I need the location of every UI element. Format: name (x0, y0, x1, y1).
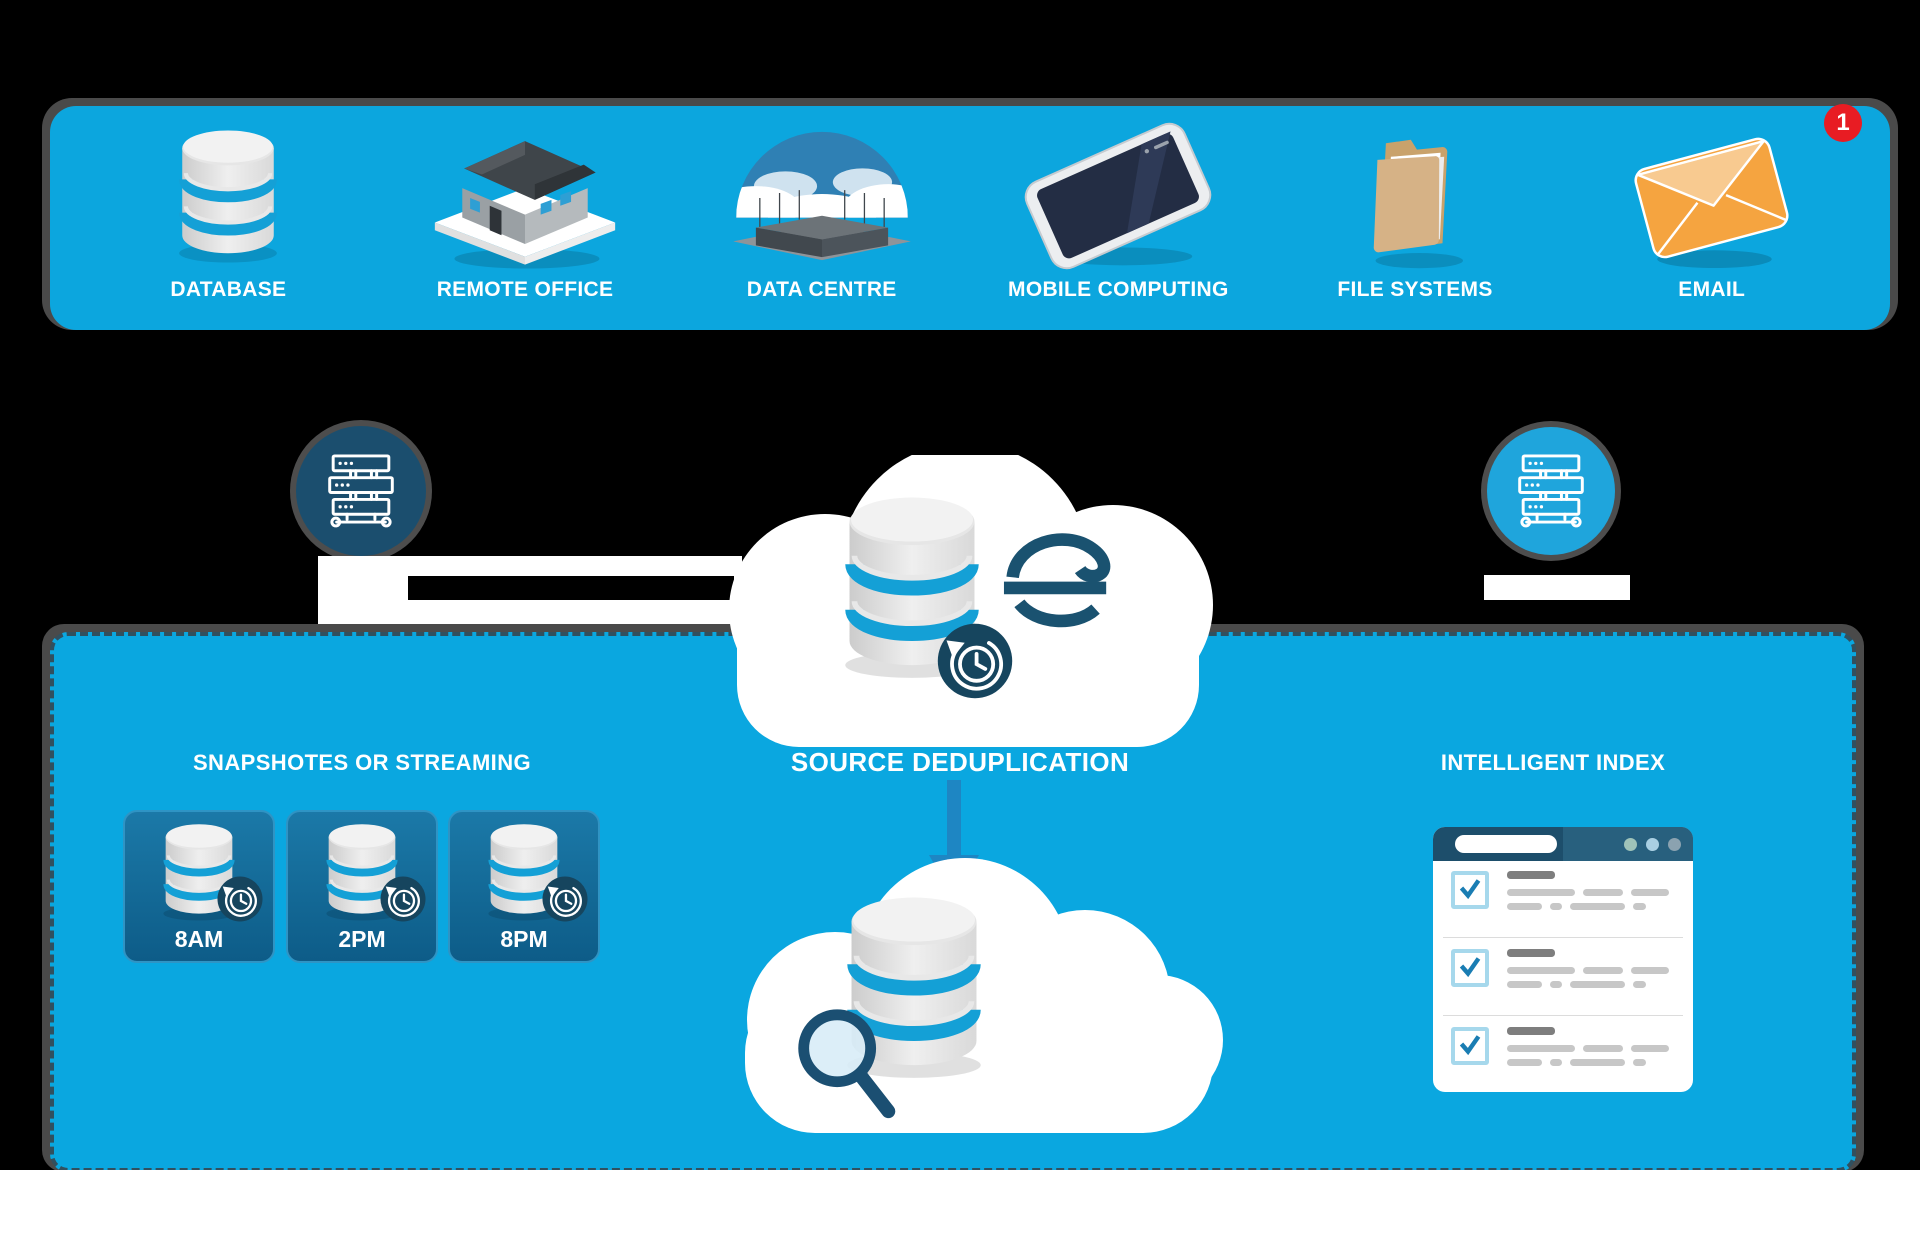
server-rack-icon (1511, 449, 1591, 534)
database-icon (161, 822, 237, 927)
source-mobile: MOBILE COMPUTING (970, 120, 1267, 330)
folder-icon (1310, 120, 1520, 272)
check-icon (1457, 875, 1483, 906)
snapshots-title: SNAPSHOTES OR STREAMING (192, 750, 531, 775)
check-icon (1457, 1031, 1483, 1062)
source-email: 1 EMAIL (1563, 104, 1862, 330)
phone-icon (1013, 120, 1223, 272)
database-icon (123, 120, 333, 272)
envelope-icon (1607, 120, 1817, 272)
checkbox-checked (1451, 949, 1489, 987)
check-icon (1457, 953, 1483, 984)
bottom-white-band (0, 1170, 1920, 1254)
down-arrow (947, 780, 961, 860)
checkbox-checked (1451, 1027, 1489, 1065)
server-rack-icon (321, 449, 401, 534)
source-file-systems: FILE SYSTEMS (1267, 120, 1564, 330)
checklist-header (1433, 827, 1693, 861)
row-divider (1443, 937, 1683, 938)
header-dot (1624, 838, 1637, 851)
source-database: DATABASE (80, 120, 377, 330)
house-icon (420, 120, 630, 272)
source-dedup-title: SOURCE DEDUPLICATION (790, 747, 1130, 777)
left-redacted-label (408, 576, 734, 600)
checkbox-checked (1451, 871, 1489, 909)
snapshot-card-2pm: 2PM (286, 810, 438, 963)
backup-clock-icon (217, 876, 263, 927)
source-label: DATABASE (170, 278, 287, 301)
source-remote-office: REMOTE OFFICE (377, 120, 674, 330)
header-dot (1668, 838, 1681, 851)
backup-clock-icon (542, 876, 588, 927)
snapshot-card-8pm: 8PM (448, 810, 600, 963)
database-icon (843, 893, 985, 1086)
search-magnifier-icon (792, 1001, 904, 1134)
backup-clock-icon (937, 623, 1013, 704)
source-data-centre: DATA CENTRE (673, 120, 970, 330)
index-title: INTELLIGENT INDEX (1440, 750, 1666, 775)
header-dot (1646, 838, 1659, 851)
source-label: REMOTE OFFICE (436, 278, 614, 301)
backup-clock-icon (380, 876, 426, 927)
snapshot-card-8am: 8AM (123, 810, 275, 963)
media-agent-circle-left (296, 426, 426, 556)
database-icon (841, 493, 983, 686)
checklist-row (1433, 865, 1693, 931)
index-checklist-card (1433, 827, 1693, 1092)
edge-e-logo (1003, 527, 1111, 650)
source-label: FILE SYSTEMS (1337, 278, 1493, 301)
unread-count-badge: 1 (1824, 104, 1862, 142)
snapshot-time: 8PM (500, 926, 548, 952)
checklist-row (1433, 943, 1693, 1009)
media-agent-circle-right (1487, 427, 1615, 555)
search-cloud (730, 855, 1228, 1133)
snapshot-time: 2PM (338, 926, 386, 952)
checklist-header-pill (1455, 835, 1557, 853)
source-label: MOBILE COMPUTING (1008, 278, 1229, 301)
source-label: DATA CENTRE (746, 278, 897, 301)
snapshot-time: 8AM (174, 926, 224, 952)
database-icon (486, 822, 562, 927)
data-sources-bar: DATABASE REMOTE OFFICE DATA CENTRE MOBIL (50, 104, 1890, 330)
source-label: EMAIL (1678, 278, 1746, 301)
right-redacted-label (1484, 575, 1630, 600)
source-dedup-cloud (715, 443, 1215, 747)
datacentre-icon (717, 120, 927, 272)
row-divider (1443, 1015, 1683, 1016)
checklist-row (1433, 1021, 1693, 1087)
